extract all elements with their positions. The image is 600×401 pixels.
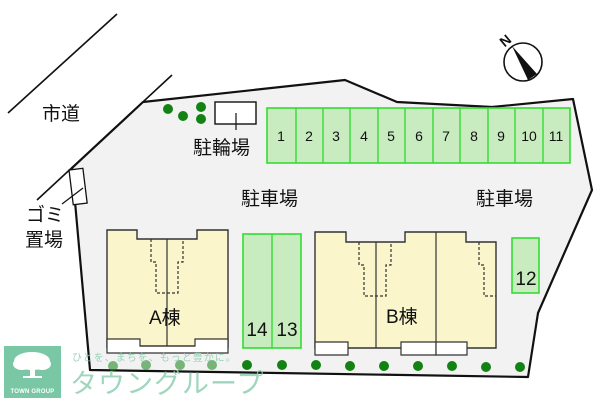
parking-space-14: 14 [246,320,268,341]
garbage-label-line2: 置場 [25,229,63,251]
parking-space-6: 6 [415,128,423,144]
parking-space-12: 12 [515,269,536,290]
parking-space-3: 3 [332,128,340,144]
logo-caption: TOWN GROUP [10,389,55,395]
parking-row-top [266,107,571,164]
parking-space-1: 1 [277,128,285,144]
town-group-logo: TOWN GROUP [4,346,61,398]
parking-area-right [511,237,540,294]
road-label: 市道 [42,103,80,125]
building-a [106,229,229,354]
parking-space-9: 9 [497,128,505,144]
north-compass-icon: N [496,31,543,82]
building-b-label: B棟 [386,306,418,328]
building-a-label: A棟 [149,307,181,329]
road-edge-line [7,13,118,114]
watermark-brand-name: タウングループ [70,369,265,400]
parking-space-10: 10 [521,128,537,144]
trees-bottom [108,360,525,372]
bicycle-parking-label: 駐輪場 [193,137,250,159]
parking-label-center: 駐車場 [241,188,298,210]
garbage-label-line1: ゴミ [26,204,64,226]
building-b [314,231,497,356]
parking-space-13: 13 [276,320,297,341]
parking-space-4: 4 [360,128,368,144]
trees-top [163,102,206,124]
tree-logo-icon [13,352,51,378]
parking-space-11: 11 [549,128,564,144]
watermark-tagline: ひとを、まちを、もっと豊かに。 [72,353,237,364]
garbage-area [61,167,88,206]
parking-row-middle [242,233,302,349]
parking-label-right: 駐車場 [476,188,533,210]
parking-space-8: 8 [470,128,478,144]
parking-space-7: 7 [442,128,450,144]
parking-space-2: 2 [305,128,313,144]
parking-space-5: 5 [387,128,395,144]
